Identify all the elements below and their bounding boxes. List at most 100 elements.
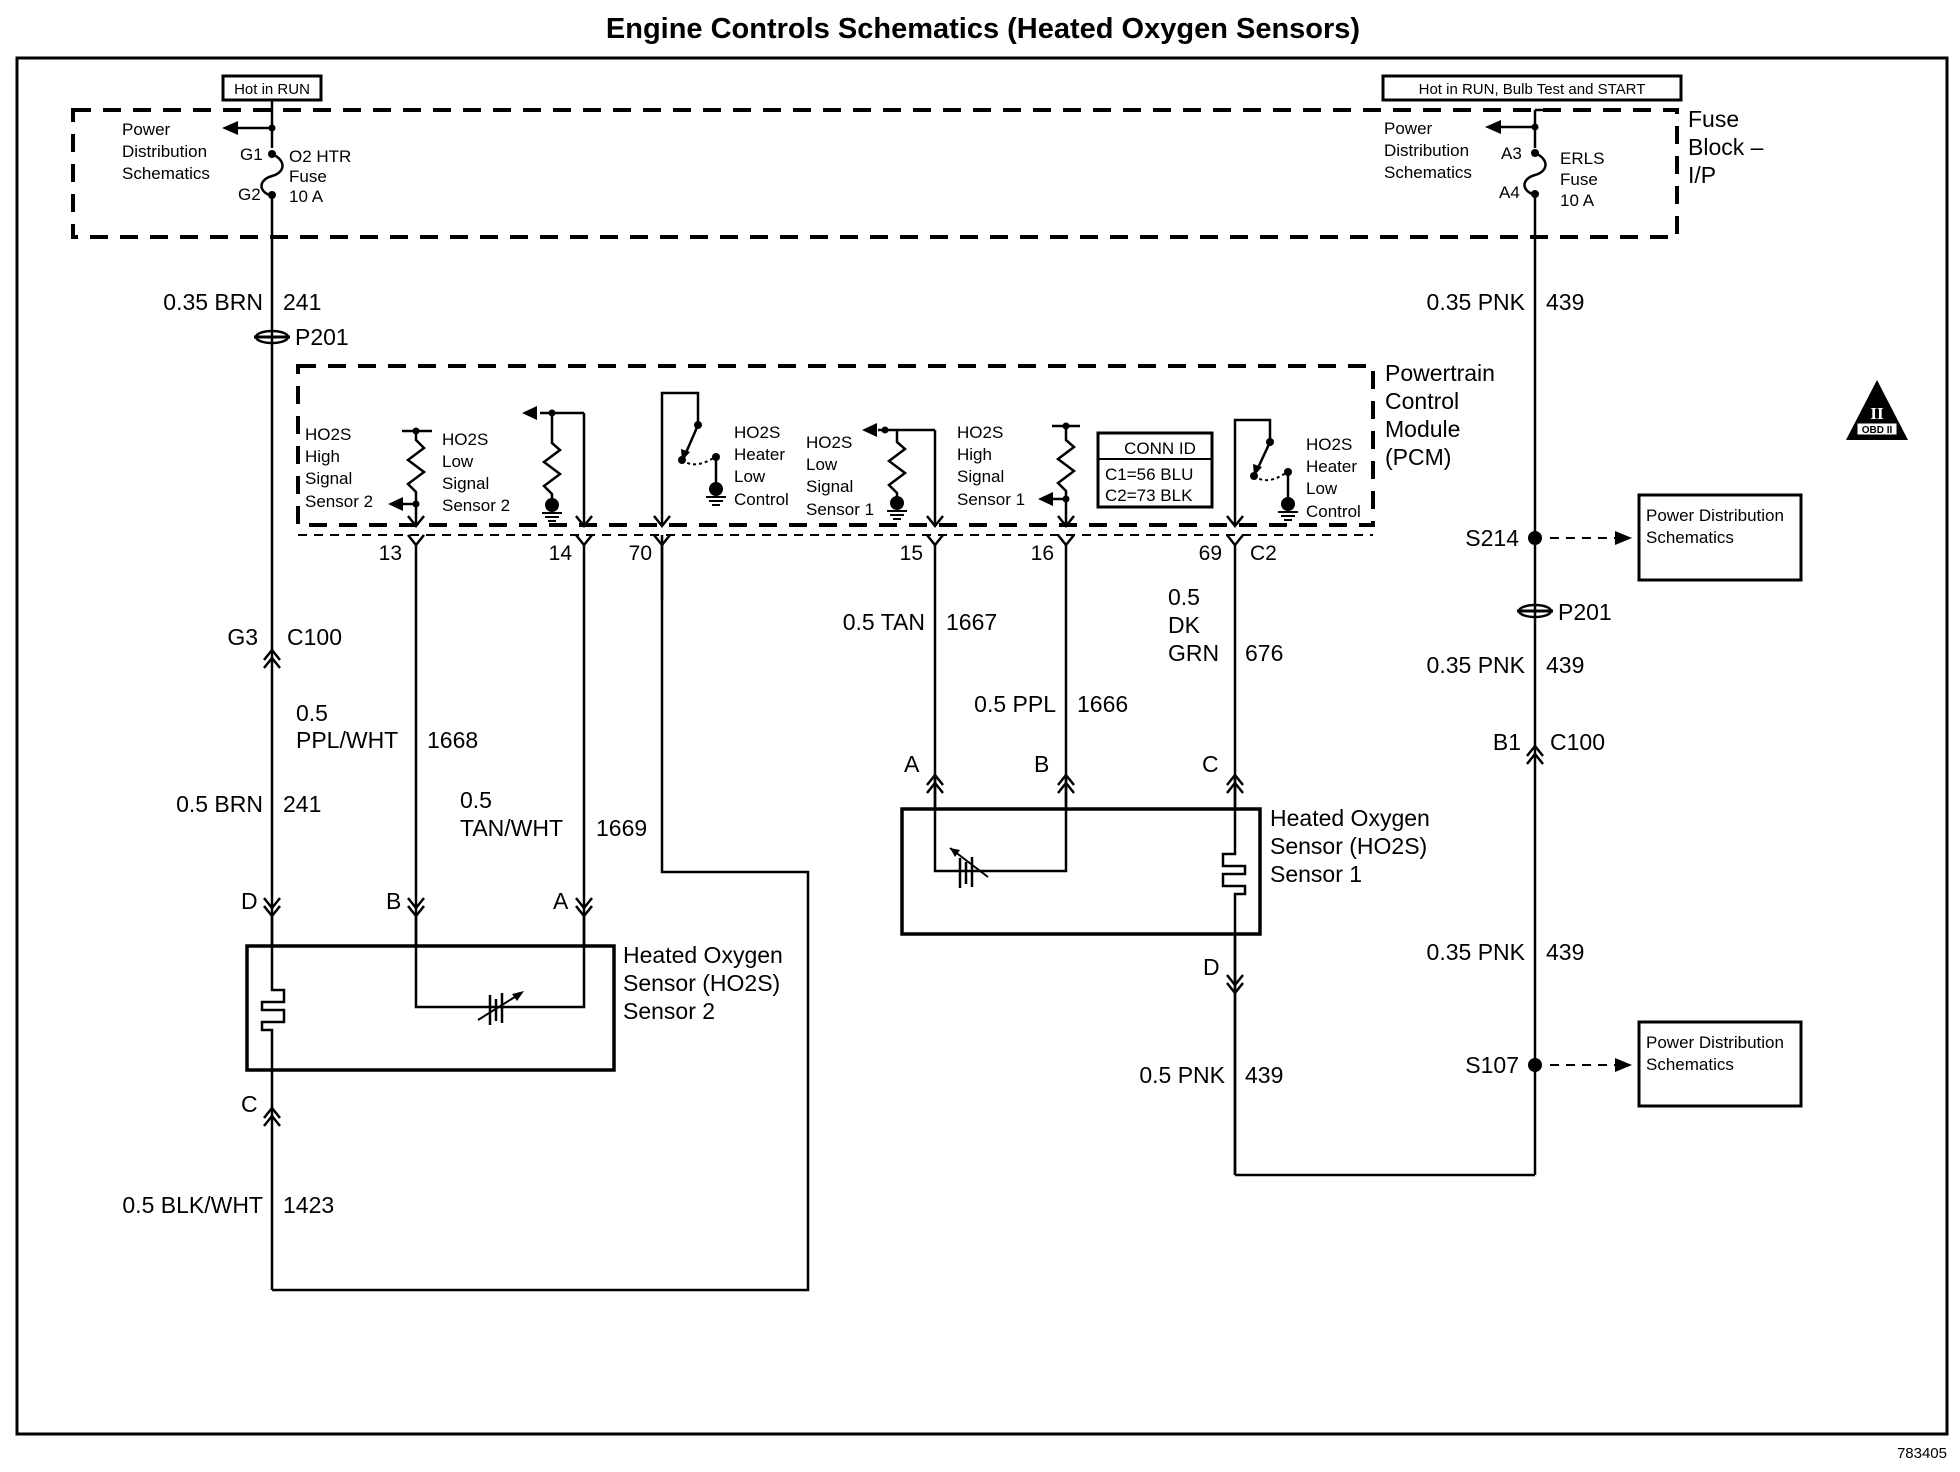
conn-id-row: C2=73 BLK (1105, 486, 1193, 505)
pin-number: 16 (1031, 542, 1054, 565)
switch-icon (683, 424, 700, 456)
arrow-left-icon (222, 121, 238, 135)
circuit-label: Heater (1306, 457, 1357, 476)
obd-ii-icon: II OBD II (1846, 380, 1908, 440)
wire-color-label: 0.5 PNK (1139, 1062, 1225, 1088)
arrow-left-icon (1485, 120, 1501, 134)
sensor-pin-label: C (1202, 751, 1219, 777)
pcm-label: Powertrain (1385, 360, 1495, 386)
splice-label: S107 (1465, 1052, 1519, 1078)
inline-connector-icon (1226, 974, 1244, 996)
page-title: Engine Controls Schematics (Heated Oxyge… (606, 13, 1360, 45)
obd-numeral: II (1870, 404, 1884, 423)
pin-number: 13 (379, 542, 402, 565)
wire-color-label: 0.5 (296, 700, 328, 726)
inline-connector-icon (263, 647, 281, 669)
hot-in-run-label: Hot in RUN (234, 81, 310, 98)
pcm-outline (296, 364, 1375, 527)
circuit-label: HO2S (806, 433, 852, 452)
circuit-label: HO2S (305, 425, 351, 444)
pcm-circuit-14: HO2S Low Signal Sensor 2 14 (442, 406, 593, 565)
variable-cell-icon (477, 991, 524, 1025)
pcm-circuit-13: HO2S High Signal Sensor 2 13 (305, 425, 432, 565)
wire-circuit-label: 1667 (946, 609, 997, 635)
sensor-label: Sensor 1 (1270, 861, 1362, 887)
pd-ref-text: Schematics (1646, 528, 1734, 547)
connector-pin-label: G3 (227, 624, 258, 650)
wire-color-label: 0.35 BRN (163, 289, 263, 315)
sensor-pin-label: B (386, 888, 401, 914)
pin-number: 14 (549, 542, 573, 565)
passthru-label: P201 (295, 324, 349, 350)
circuit-label: Signal (305, 469, 352, 488)
fuse-block: Fuse Block – I/P (71, 106, 1764, 239)
ho2s-sensor-1: A B C D Heated Oxygen Sensor (HO2S) Sens… (900, 751, 1430, 1175)
wire-color-label: GRN (1168, 640, 1219, 666)
circuit-label: HO2S (734, 423, 780, 442)
figure-id: 783405 (1897, 1445, 1947, 1462)
wire-color-label: DK (1168, 612, 1201, 638)
pin-number: 70 (629, 542, 652, 565)
diagram-frame (15, 56, 1949, 1436)
splice-icon (1528, 531, 1542, 545)
arrow-right-icon (1615, 531, 1632, 545)
sensor-label: Heated Oxygen (623, 942, 783, 968)
fuse-symbol-icon (1523, 151, 1547, 197)
wire-color-label: 0.5 BRN (176, 791, 263, 817)
passthru-connector-icon (254, 329, 290, 345)
fuse-block-label-2: Block – (1688, 134, 1764, 160)
pd-ref-line: Distribution (1384, 141, 1469, 160)
circuit-label: Heater (734, 445, 785, 464)
pcm-circuit-69: HO2S Heater Low Control 69 C2 (1199, 418, 1361, 565)
conn-id-table: CONN ID C1=56 BLU C2=73 BLK (1096, 431, 1214, 509)
heater-element-icon (1221, 775, 1247, 1175)
hot-in-run-start-box (1381, 74, 1683, 102)
pin-number: 69 (1199, 542, 1222, 565)
sensor-pin-label: B (1034, 751, 1049, 777)
wire-color-label: 0.5 TAN (843, 609, 925, 635)
wire-circuit-label: 676 (1245, 640, 1283, 666)
wire-circuit-label: 1423 (283, 1192, 334, 1218)
ground-icon (1278, 511, 1298, 521)
circuit-label: High (305, 447, 340, 466)
inline-connector-icon (1526, 743, 1544, 765)
sensor2-signal-wires: 0.5 PPL/WHT 1668 0.5 TAN/WHT 1669 (296, 545, 664, 1040)
inline-connector-icon (263, 1105, 281, 1127)
circuit-label: Signal (806, 477, 853, 496)
connector-id-label: C100 (1550, 729, 1605, 755)
wire-color-label: 0.5 PPL (974, 691, 1056, 717)
pd-ref-box-2[interactable]: Power Distribution Schematics (1637, 1020, 1803, 1108)
heater-element-icon (260, 916, 286, 1070)
arrow-left-icon (522, 406, 537, 420)
obd-text: OBD II (1862, 425, 1893, 436)
pcm-connector-label: C2 (1250, 542, 1277, 565)
circuit-label: Low (806, 455, 838, 474)
splice-label: S214 (1465, 525, 1519, 551)
resistor-icon (405, 431, 427, 525)
pd-ref-box-1[interactable]: Power Distribution Schematics (1637, 493, 1803, 582)
splice-icon (1528, 1058, 1542, 1072)
hot-in-run-box (221, 74, 323, 102)
arrow-left-icon (388, 497, 403, 511)
heater-control-wire-s2 (272, 535, 810, 1292)
sensor-pin-label: C (241, 1091, 258, 1117)
circuit-label: HO2S (957, 423, 1003, 442)
pcm-label: Module (1385, 416, 1460, 442)
wire-color-label: TAN/WHT (460, 815, 563, 841)
resistor-icon (541, 413, 563, 500)
wire-circuit-label: 439 (1546, 652, 1584, 678)
fuse-name: Fuse (1560, 170, 1598, 189)
fuse-pin-label: G2 (238, 185, 261, 204)
pcm-connector-pins (407, 534, 1244, 548)
wire-color-label: PPL/WHT (296, 727, 398, 753)
circuit-label: Sensor 2 (442, 496, 510, 515)
sensor-label: Sensor 2 (623, 998, 715, 1024)
passthru-label: P201 (1558, 599, 1612, 625)
wire-color-label: 0.35 PNK (1427, 652, 1526, 678)
pd-ref-text: Schematics (1646, 1055, 1734, 1074)
circuit-label: Low (734, 467, 766, 486)
wire-color-label: 0.5 BLK/WHT (122, 1192, 263, 1218)
ground-icon (542, 512, 562, 522)
circuit-label: HO2S (442, 430, 488, 449)
